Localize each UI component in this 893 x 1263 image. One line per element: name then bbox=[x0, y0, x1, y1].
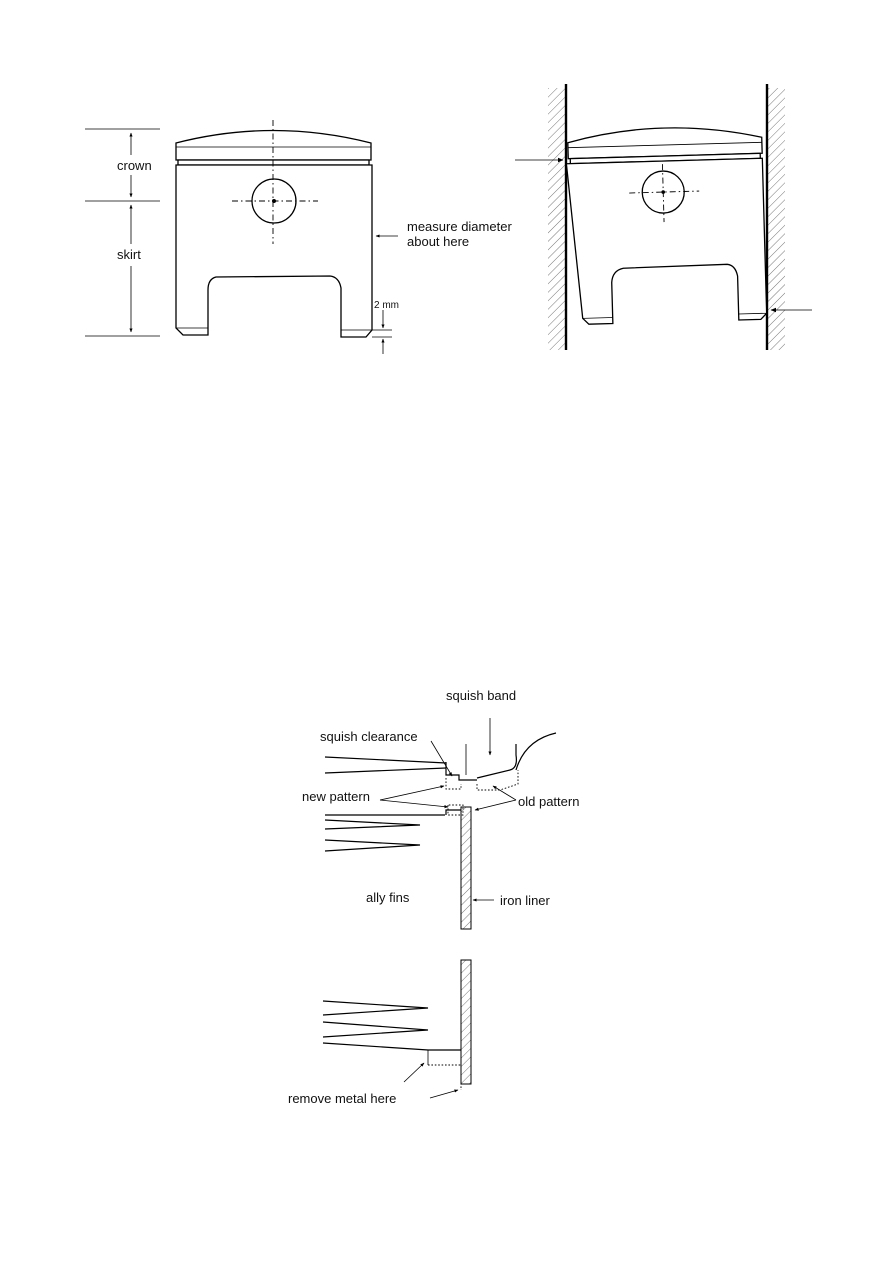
piston-crown bbox=[175, 129, 372, 161]
crown-label: crown bbox=[117, 158, 152, 173]
iron-liner-label: iron liner bbox=[500, 893, 551, 908]
remove-metal-figure: remove metal here bbox=[288, 959, 472, 1106]
piston-in-bore-figure bbox=[515, 84, 812, 350]
skirt-label: skirt bbox=[117, 247, 141, 262]
squish-band-figure: squish band squish clearance new pattern… bbox=[302, 688, 579, 930]
ally-fins-label: ally fins bbox=[366, 890, 410, 905]
piston-dimension-figure: crown skirt measure diameter about here … bbox=[85, 120, 512, 354]
measure-label-line2: about here bbox=[407, 234, 469, 249]
squish-band-label: squish band bbox=[446, 688, 516, 703]
remove-metal-label: remove metal here bbox=[288, 1091, 396, 1106]
piston-skirt bbox=[175, 164, 373, 338]
squish-clearance-label: squish clearance bbox=[320, 729, 418, 744]
measure-label-line1: measure diameter bbox=[407, 219, 512, 234]
old-pattern-label: old pattern bbox=[518, 794, 579, 809]
new-pattern-label: new pattern bbox=[302, 789, 370, 804]
gap-label: 2 mm bbox=[374, 300, 399, 311]
